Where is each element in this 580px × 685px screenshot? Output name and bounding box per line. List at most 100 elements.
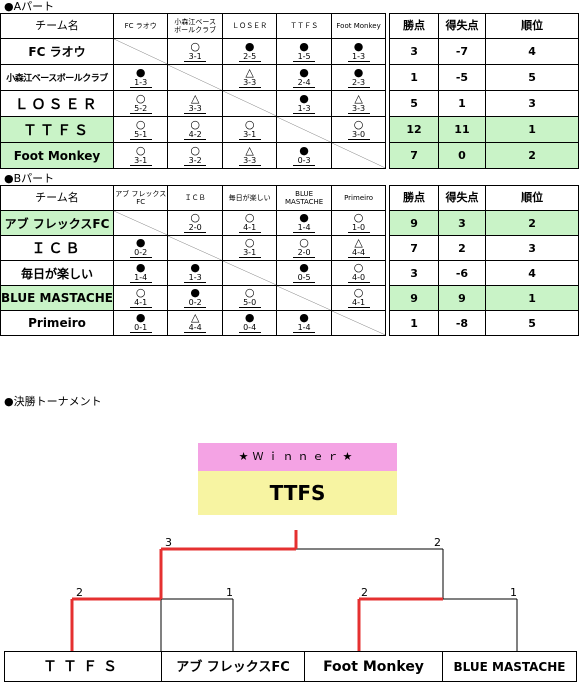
result-symbol: ○ — [135, 143, 146, 157]
header-opponent: ＬＯＳＥＲ — [221, 13, 278, 39]
team-name: BLUE MASTACHE — [0, 285, 114, 311]
match-score: 1-4 — [129, 273, 152, 283]
stat-diff: -5 — [437, 64, 487, 91]
header-stat: 順位 — [485, 185, 579, 211]
header-opponent: ＩＣＢ — [167, 185, 223, 211]
match-result-cell: △3-3 — [221, 142, 278, 169]
result-symbol: ● — [299, 143, 309, 157]
match-score: 3-3 — [347, 104, 370, 114]
result-symbol: ● — [299, 39, 309, 53]
match-result-cell: ●1-4 — [276, 210, 332, 236]
match-result-cell: ○4-0 — [330, 260, 387, 286]
match-score: 4-4 — [347, 248, 370, 258]
match-result-cell: ●0-2 — [112, 235, 169, 261]
match-score: 0-5 — [293, 273, 316, 283]
match-result-cell: ●1-5 — [276, 38, 332, 65]
a-part-title: ●Aパート — [4, 0, 55, 13]
semi-score-right-a: 2 — [361, 586, 368, 599]
header-stat: 順位 — [485, 13, 579, 39]
header-team-name: チーム名 — [0, 185, 114, 211]
result-symbol: ● — [299, 91, 309, 105]
stat-points: 9 — [389, 210, 439, 236]
stat-rank: 5 — [485, 310, 579, 336]
stat-points: 7 — [389, 235, 439, 261]
team-name: 小森江ベースボールクラブ — [0, 64, 114, 91]
match-result-cell: ●0-3 — [276, 142, 332, 169]
result-symbol: ○ — [190, 211, 200, 224]
match-score: 4-0 — [347, 273, 370, 283]
header-opponent: Primeiro — [330, 185, 387, 211]
tournament-title: ●決勝トーナメント — [4, 395, 102, 408]
match-score: 1-4 — [293, 323, 316, 333]
match-score: 0-2 — [129, 248, 152, 258]
result-symbol: ○ — [190, 117, 200, 131]
match-result-cell: ●0-4 — [221, 310, 278, 336]
match-score: 4-4 — [184, 323, 207, 333]
stat-points: 3 — [389, 260, 439, 286]
match-result-cell: ○2-0 — [276, 235, 332, 261]
result-symbol: ● — [353, 65, 364, 79]
match-result-cell: ●1-4 — [112, 260, 169, 286]
result-symbol: △ — [245, 65, 254, 79]
stat-diff: 3 — [437, 210, 487, 236]
match-result-cell: ○4-1 — [112, 285, 169, 311]
match-score: 3-1 — [238, 248, 261, 258]
match-score: 1-3 — [184, 273, 207, 283]
stat-points: 9 — [389, 285, 439, 311]
stat-diff: -8 — [437, 310, 487, 336]
team-name: Primeiro — [0, 310, 114, 336]
header-stat: 勝点 — [389, 13, 439, 39]
match-result-cell: ●0-5 — [276, 260, 332, 286]
team-name: 毎日が楽しい — [0, 260, 114, 286]
stat-rank: 5 — [485, 64, 579, 91]
self-match-cell — [221, 260, 278, 286]
match-score: 5-2 — [129, 104, 152, 114]
match-score: 5-0 — [238, 298, 261, 308]
match-score: 3-1 — [184, 52, 207, 62]
team-name: FC ラオウ — [0, 38, 114, 65]
stat-diff: 1 — [437, 90, 487, 117]
match-score: 3-3 — [238, 156, 261, 166]
result-symbol: ● — [299, 211, 309, 224]
stat-diff: -7 — [437, 38, 487, 65]
stat-points: 7 — [389, 142, 439, 169]
header-opponent: ＴＴＦＳ — [276, 13, 332, 39]
semi-score-left-a: 2 — [76, 586, 83, 599]
match-result-cell: ○3-1 — [112, 142, 169, 169]
stat-rank: 4 — [485, 260, 579, 286]
self-match-cell — [276, 285, 332, 311]
match-result-cell: ○3-1 — [221, 235, 278, 261]
team-name: アブ フレックスFC — [0, 210, 114, 236]
header-opponent: アブ フレックスFC — [112, 185, 169, 211]
match-result-cell: ○3-2 — [167, 142, 223, 169]
stat-rank: 2 — [485, 142, 579, 169]
result-symbol: ● — [299, 311, 309, 324]
result-symbol: ● — [135, 261, 146, 274]
finalist-3: Foot Monkey — [304, 651, 443, 682]
stat-rank: 4 — [485, 38, 579, 65]
result-symbol: ● — [299, 65, 309, 79]
match-result-cell: △3-3 — [167, 90, 223, 117]
match-result-cell: ●1-3 — [330, 38, 387, 65]
finalist-1: ＴＴＦＳ — [4, 651, 162, 682]
stat-rank: 1 — [485, 116, 579, 143]
team-name: Foot Monkey — [0, 142, 114, 169]
result-symbol: ● — [353, 39, 364, 53]
stat-points: 3 — [389, 38, 439, 65]
match-result-cell: ○5-0 — [221, 285, 278, 311]
stat-diff: 0 — [437, 142, 487, 169]
match-score: 4-2 — [184, 130, 207, 140]
team-name: ＩＣＢ — [0, 235, 114, 261]
match-result-cell: ●2-4 — [276, 64, 332, 91]
result-symbol: ○ — [190, 143, 200, 157]
match-result-cell: ●0-1 — [112, 310, 169, 336]
final-score-right: 2 — [434, 536, 441, 549]
